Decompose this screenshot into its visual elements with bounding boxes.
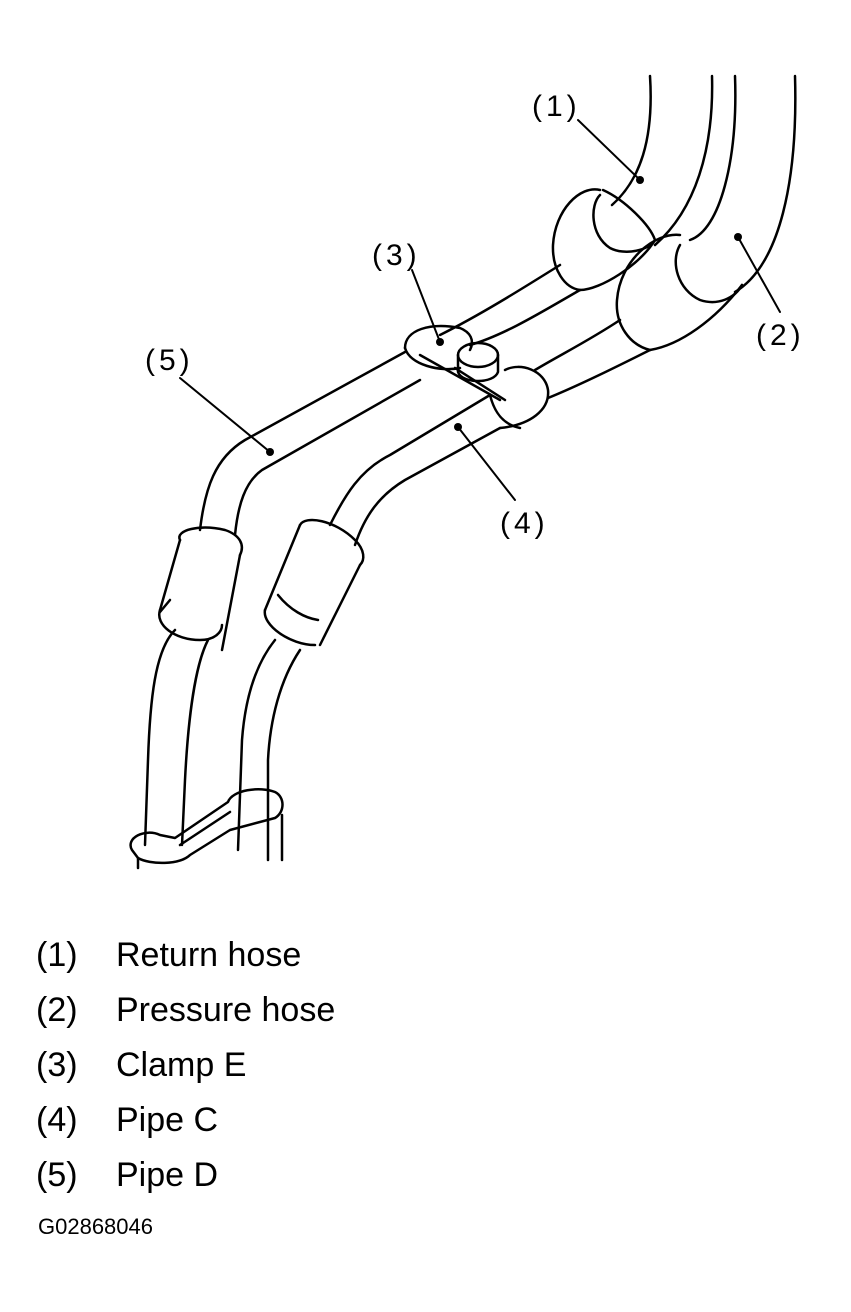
legend-label: Pipe C [116, 1101, 219, 1139]
clamp-e [403, 324, 550, 430]
pipe-c-flare-nut [263, 518, 365, 647]
pipe-c [328, 393, 502, 547]
callout-dot-1 [636, 176, 644, 184]
callout-5: (5) [145, 344, 194, 377]
legend-number: (1) [36, 936, 78, 974]
pipe-d-flare-nut [157, 526, 244, 652]
callout-dot-5 [266, 448, 274, 456]
legend-label: Pressure hose [116, 991, 336, 1029]
legend-number: (3) [36, 1046, 78, 1084]
callout-leaders [179, 119, 781, 501]
hose-routing-diagram: (1) (2) (3) (4) (5) [129, 74, 805, 870]
legend-label: Return hose [116, 936, 302, 974]
callout-4: (4) [500, 507, 549, 540]
legend-label: Clamp E [116, 1046, 247, 1084]
pipe-run-upper [438, 263, 652, 400]
legend-number: (5) [36, 1156, 78, 1194]
legend-label: Pipe D [116, 1156, 219, 1194]
callout-2: (2) [756, 319, 805, 352]
pipe-d-lower [143, 628, 210, 847]
legend-row: (3) Clamp E [36, 1038, 636, 1093]
legend-row: (5) Pipe D [36, 1148, 636, 1203]
legend-row: (1) Return hose [36, 928, 636, 983]
callout-1: (1) [532, 90, 581, 123]
figure-id: G02868046 [38, 1214, 153, 1239]
legend-number: (2) [36, 991, 78, 1029]
callout-dot-3 [436, 338, 444, 346]
callout-dot-2 [734, 233, 742, 241]
legend-row: (2) Pressure hose [36, 983, 636, 1038]
pipe-d [198, 350, 422, 537]
pressure-hose-collar [615, 233, 744, 352]
legend-number: (4) [36, 1101, 78, 1139]
callout-dot-4 [454, 423, 462, 431]
return-hose-collar [551, 188, 657, 292]
bottom-bracket [129, 788, 284, 870]
return-hose [592, 74, 714, 253]
legend-row: (4) Pipe C [36, 1093, 636, 1148]
callout-3: (3) [372, 239, 421, 272]
parts-legend: (1) Return hose (2) Pressure hose (3) Cl… [36, 928, 636, 1203]
pipe-c-lower [236, 638, 302, 862]
